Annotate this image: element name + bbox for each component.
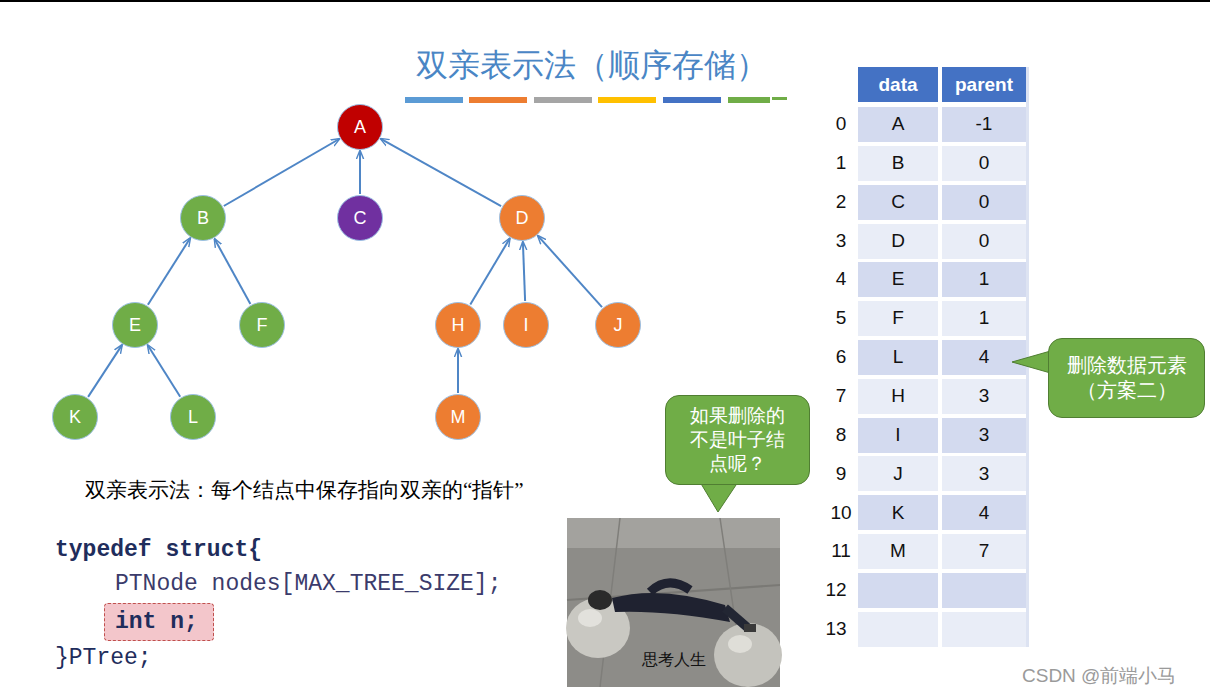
table-cell: 0 — [979, 152, 990, 174]
tree-node-circle: K — [52, 394, 98, 440]
parent-arrow — [523, 242, 525, 301]
node-text: E — [129, 315, 141, 336]
table-grid — [858, 67, 1029, 647]
table-cell: 4 — [836, 268, 847, 290]
note-text: 双亲表示法：每个结点中保存指向双亲的“指针” — [85, 476, 524, 504]
photo-illustration — [566, 518, 782, 687]
table-cell: 9 — [836, 463, 847, 485]
table-cell: parent — [955, 74, 1013, 96]
parent-arrow — [538, 236, 602, 307]
table-cell: 8 — [836, 424, 847, 446]
tree-node-circle: D — [499, 195, 545, 241]
table-cell: E — [892, 268, 905, 290]
table-cell: L — [893, 346, 904, 368]
table-cell: 12 — [825, 579, 846, 601]
parent-arrow — [215, 239, 251, 304]
parent-arrow — [381, 139, 501, 206]
tree-node-circle: B — [180, 195, 226, 241]
photo-frame: 思考人生 — [567, 518, 780, 687]
parent-arrow — [148, 238, 190, 304]
node-text: F — [257, 315, 268, 336]
table-cell: 0 — [979, 191, 990, 213]
table-cell: 13 — [825, 618, 846, 640]
node-text: D — [516, 208, 529, 229]
table-cell: 2 — [836, 191, 847, 213]
tree-node-circle: A — [337, 104, 383, 150]
parent-arrow — [457, 349, 459, 393]
table-cell: data — [878, 74, 917, 96]
table-cell: H — [891, 385, 905, 407]
tree-node-circle: C — [337, 195, 383, 241]
node-text: C — [354, 208, 367, 229]
table-cell: 3 — [979, 463, 990, 485]
table-cell: D — [891, 230, 905, 252]
table-cell: 0 — [979, 230, 990, 252]
title-color-bar — [405, 97, 787, 103]
table-cell: 1 — [979, 268, 990, 290]
table-cell: 5 — [836, 307, 847, 329]
table-cell: 11 — [831, 540, 851, 562]
highlight-box: int n; — [104, 603, 214, 641]
table-cell: A — [892, 113, 905, 135]
table-cell: 7 — [836, 385, 847, 407]
node-text: K — [69, 407, 81, 428]
table-cell: 3 — [979, 385, 990, 407]
tree-node-circle: I — [503, 302, 549, 348]
node-text: 思考人生 — [642, 650, 706, 671]
node-text: int n; — [115, 609, 198, 635]
table-cell: -1 — [976, 113, 993, 135]
parent-arrow — [470, 239, 509, 305]
watermark: CSDN @前端小马 — [1022, 663, 1176, 689]
top-rule — [0, 0, 1210, 2]
table-cell: M — [890, 540, 906, 562]
code-line: PTNode nodes[MAX_TREE_SIZE]; — [115, 571, 501, 597]
table-cell: F — [892, 307, 904, 329]
table-cell: 4 — [979, 502, 990, 524]
table-cell: C — [891, 191, 905, 213]
parent-arrow — [224, 139, 339, 206]
node-text: 如果删除的不是叶子结点呢？ — [690, 404, 785, 475]
node-text: 删除数据元素（方案二） — [1064, 353, 1189, 403]
code-line: typedef struct{ — [55, 537, 262, 563]
node-text: B — [197, 208, 209, 229]
tree-node-circle: E — [112, 302, 158, 348]
table-cell: 3 — [979, 424, 990, 446]
tree-node-circle: M — [435, 394, 481, 440]
bubble-tail — [700, 482, 738, 512]
code-line: }PTree; — [55, 645, 152, 671]
node-text: I — [523, 315, 528, 336]
table-cell: 0 — [836, 113, 847, 135]
table-cell: 1 — [979, 307, 990, 329]
table-cell: J — [893, 463, 903, 485]
tree-node-circle: L — [170, 394, 216, 440]
table-cell: B — [892, 152, 905, 174]
table-cell: 10 — [830, 502, 851, 524]
parent-arrow — [88, 345, 122, 397]
table-cell: 7 — [979, 540, 990, 562]
diagram-title: 双亲表示法（顺序存储） — [416, 44, 768, 88]
table-cell: 1 — [836, 152, 847, 174]
table-cell: 6 — [836, 346, 847, 368]
tree-node-circle: H — [435, 302, 481, 348]
table-cell: 3 — [836, 230, 847, 252]
node-text: M — [451, 407, 466, 428]
parent-arrow — [359, 151, 361, 194]
table-cell: I — [895, 424, 900, 446]
node-text: H — [452, 315, 465, 336]
table-cell: K — [892, 502, 905, 524]
tree-node-circle: J — [595, 302, 641, 348]
node-text: L — [188, 407, 198, 428]
parent-arrow — [148, 345, 180, 396]
node-text: A — [354, 117, 366, 138]
callout-box: 删除数据元素（方案二） — [1048, 338, 1205, 418]
table-cell: 4 — [979, 346, 990, 368]
tree-node-circle: F — [239, 302, 285, 348]
speech-bubble: 如果删除的不是叶子结点呢？ — [665, 395, 810, 485]
node-text: J — [614, 315, 623, 336]
